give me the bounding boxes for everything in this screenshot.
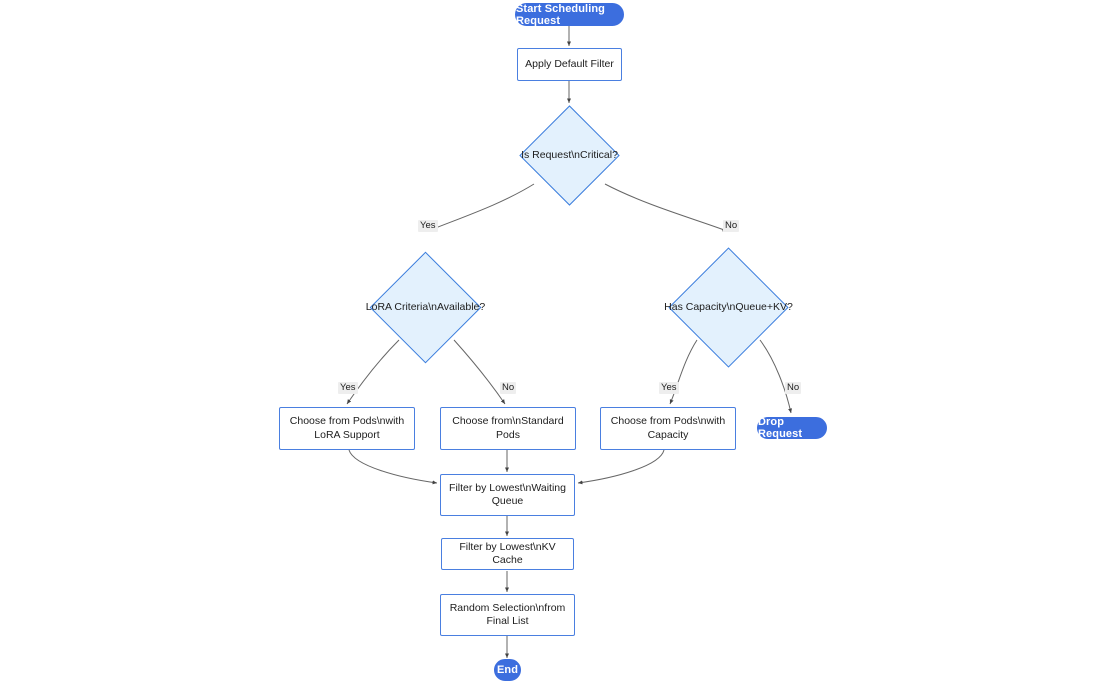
edge-label-capacity-yes: Yes — [659, 382, 679, 394]
node-lora-criteria-available[interactable]: LoRA Criteria\nAvailable? — [366, 251, 485, 364]
edge-lora-stdpods — [453, 339, 506, 405]
node-has-capacity-label: Has Capacity\nQueue+KV? — [664, 301, 793, 313]
node-filter-waiting-queue-label-line2: Queue — [491, 495, 524, 507]
node-has-capacity[interactable]: Has Capacity\nQueue+KV? — [664, 247, 793, 368]
edge-cappods-queue — [577, 449, 665, 485]
node-is-request-critical[interactable]: Is Request\nCritical? — [519, 105, 620, 206]
node-random-selection-label-line1: Random Selection\nfrom — [449, 601, 566, 614]
node-end-label: End — [496, 664, 519, 676]
edge-label-capacity-no: No — [785, 382, 802, 394]
node-choose-standard-pods-label-line2: Pods — [496, 428, 520, 441]
node-start-label: Start Scheduling Request — [516, 2, 605, 27]
node-filter-kv-cache-label: Filter by Lowest\nKV Cache — [459, 540, 556, 567]
node-filter-waiting-queue[interactable]: Filter by Lowest\nWaiting Queue — [440, 474, 575, 516]
node-end[interactable]: End — [494, 659, 521, 681]
node-is-request-critical-label: Is Request\nCritical? — [521, 149, 618, 161]
edge-label-lora-yes: Yes — [338, 382, 358, 394]
node-choose-capacity-pods-label-line1: Choose from Pods\nwith — [610, 415, 726, 427]
edge-critical-capacity — [604, 183, 728, 232]
node-filter-waiting-queue-label-line1: Filter by Lowest\nWaiting — [449, 481, 566, 494]
node-start[interactable]: Start Scheduling Request — [515, 2, 624, 27]
node-random-selection-label-line2: Final List — [486, 615, 529, 627]
node-apply-default-filter-label: Apply Default Filter — [525, 57, 614, 70]
node-choose-capacity-pods[interactable]: Choose from Pods\nwith Capacity — [600, 407, 736, 450]
node-choose-capacity-pods-label-line2: Capacity — [647, 428, 689, 441]
node-drop-request[interactable]: Drop Request — [757, 416, 827, 440]
node-filter-kv-cache[interactable]: Filter by Lowest\nKV Cache — [441, 538, 574, 570]
edge-lora-lorapods — [346, 339, 400, 405]
node-choose-lora-pods-label-line1: Choose from Pods\nwith — [289, 415, 405, 427]
edge-capacity-drop — [759, 339, 792, 414]
edge-label-critical-no: No — [723, 220, 740, 232]
edge-critical-lora — [427, 183, 535, 232]
node-choose-lora-pods-label-line2: LoRA Support — [314, 428, 380, 441]
node-apply-default-filter[interactable]: Apply Default Filter — [517, 48, 622, 81]
node-drop-request-label: Drop Request — [758, 416, 803, 440]
node-choose-lora-pods[interactable]: Choose from Pods\nwith LoRA Support — [279, 407, 415, 450]
node-random-selection[interactable]: Random Selection\nfrom Final List — [440, 594, 575, 636]
node-choose-standard-pods-label-line1: Choose from\nStandard — [452, 415, 564, 427]
edge-label-lora-no: No — [500, 382, 517, 394]
node-lora-criteria-available-label: LoRA Criteria\nAvailable? — [365, 301, 486, 313]
edge-lorapods-queue — [348, 449, 438, 485]
node-choose-standard-pods[interactable]: Choose from\nStandard Pods — [440, 407, 576, 450]
edge-label-critical-yes: Yes — [418, 220, 438, 232]
